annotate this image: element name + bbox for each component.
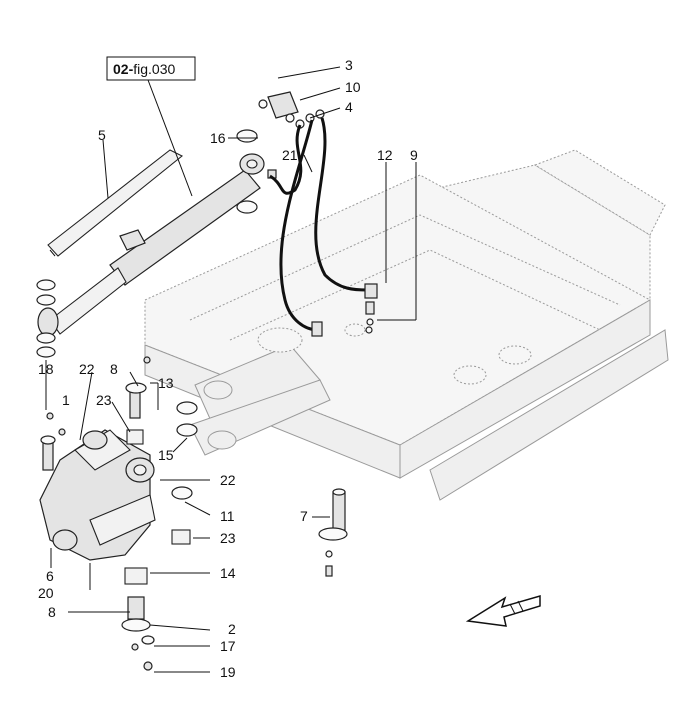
callout-16[interactable]: 16 [210, 130, 226, 146]
callout-11[interactable]: 11 [220, 508, 235, 524]
callout-14[interactable]: 14 [220, 565, 236, 581]
figure-reference-box[interactable]: 02-fig.030 [106, 56, 196, 81]
callout-23-right[interactable]: 23 [220, 530, 236, 546]
callout-1[interactable]: 1 [62, 392, 70, 408]
callout-20[interactable]: 20 [38, 585, 54, 601]
callout-6[interactable]: 6 [46, 568, 54, 584]
callout-22-right[interactable]: 22 [220, 472, 236, 488]
pin-7 [318, 488, 348, 577]
callout-labels: 3 10 4 5 16 21 12 9 18 22 8 13 1 23 15 2… [38, 57, 418, 680]
callout-17[interactable]: 17 [220, 638, 236, 654]
undercarriage-frame [144, 149, 669, 501]
callout-21[interactable]: 21 [282, 147, 298, 163]
cylinder-assembly [36, 129, 277, 358]
front-direction-arrow-icon [465, 595, 541, 627]
callout-18[interactable]: 18 [38, 361, 54, 377]
reference-prefix: 02- [113, 61, 134, 77]
svg-text:02-fig.030: 02-fig.030 [113, 61, 175, 77]
callout-8-bottom[interactable]: 8 [48, 604, 56, 620]
callout-22-top[interactable]: 22 [79, 361, 95, 377]
pivot-bracket-assembly [39, 356, 198, 671]
callout-5[interactable]: 5 [98, 127, 106, 143]
callout-7[interactable]: 7 [300, 508, 308, 524]
callout-15[interactable]: 15 [158, 447, 174, 463]
callout-12[interactable]: 12 [377, 147, 393, 163]
reference-suffix: fig.030 [133, 61, 175, 77]
callout-4[interactable]: 4 [345, 99, 353, 115]
callout-13[interactable]: 13 [158, 375, 174, 391]
callout-2[interactable]: 2 [228, 621, 236, 637]
callout-9[interactable]: 9 [410, 147, 418, 163]
callout-3[interactable]: 3 [345, 57, 353, 73]
leader-lines [45, 66, 417, 673]
callout-23-top[interactable]: 23 [96, 392, 112, 408]
callout-8-top[interactable]: 8 [110, 361, 118, 377]
callout-19[interactable]: 19 [220, 664, 236, 680]
callout-10[interactable]: 10 [345, 79, 361, 95]
